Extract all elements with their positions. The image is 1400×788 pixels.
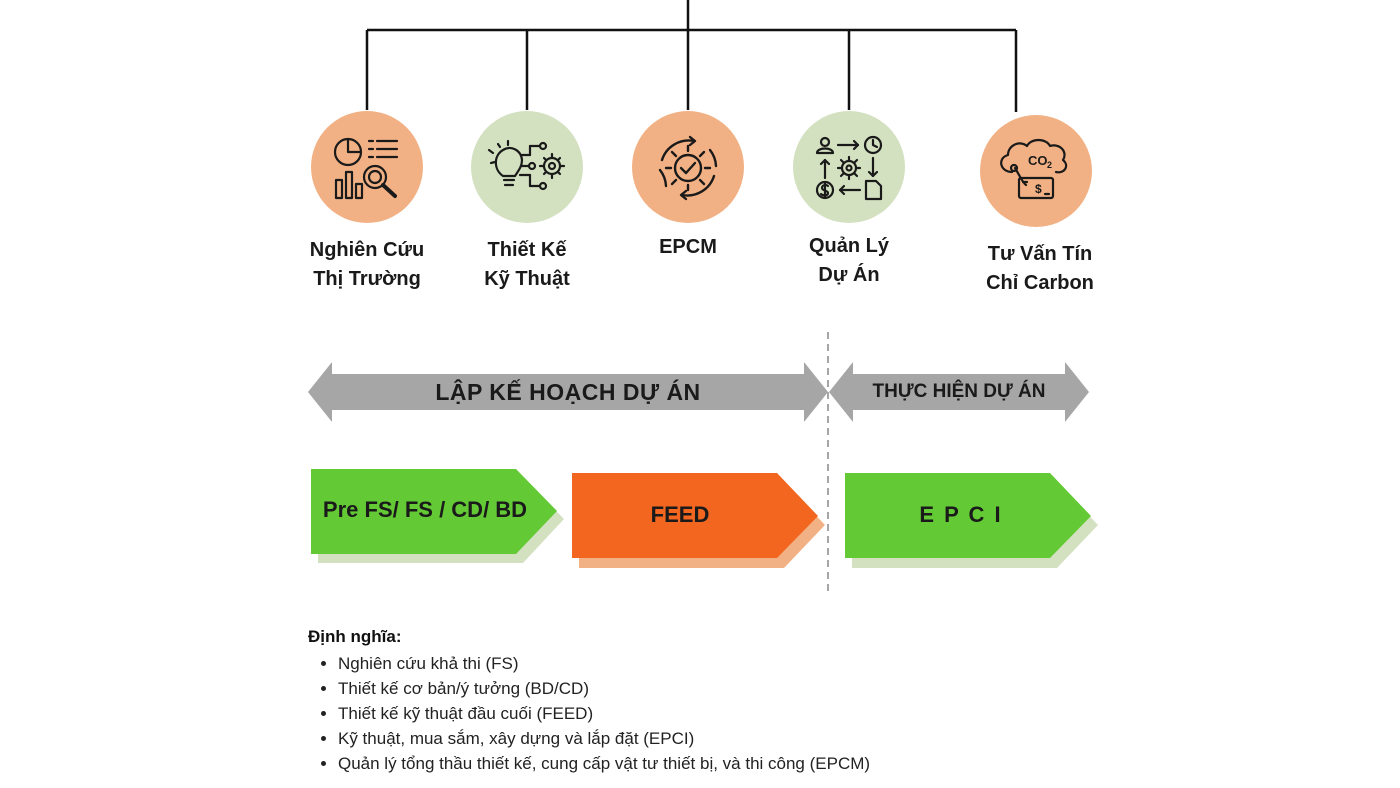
epci-phase-chevron [845,473,1091,558]
pre-fs-phase-chevron [311,469,557,554]
service-label-line: Dự Án [818,264,880,286]
engineering-design-icon [487,139,566,191]
definitions-list: Nghiên cứu khả thi (FS) Thiết kế cơ bản/… [308,651,1108,776]
service-label-carbon: Tư Vấn Tín Chỉ Carbon [960,240,1120,298]
svg-text:$: $ [1035,182,1042,196]
service-label-line: Chỉ Carbon [986,272,1094,294]
definitions-section: Định nghĩa: Nghiên cứu khả thi (FS) Thiế… [308,625,1108,776]
epci-phase-label: E P C I [919,502,1003,527]
service-label-line: Tư Vấn Tín [987,243,1093,265]
service-label-epcm: EPCM [608,233,768,262]
definition-item: Kỹ thuật, mua sắm, xây dựng và lắp đặt (… [338,726,1108,751]
service-label-line: Nghiên Cứu [309,239,425,261]
service-label-line: Thị Trường [313,268,421,290]
planning-stage-label: LẬP KẾ HOẠCH DỰ ÁN [435,379,701,405]
feed-phase-label: FEED [650,502,710,527]
svg-text:CO: CO [1028,153,1048,168]
service-label-market-research: Nghiên Cứu Thị Trường [287,236,447,294]
execution-stage-label: THỰC HIỆN DỰ ÁN [872,381,1046,402]
service-circle-carbon [980,115,1092,227]
execution-stage-arrow [829,362,1089,422]
epcm-gear-cycle-icon [658,135,718,201]
service-label-engineering: Thiết Kế Kỹ Thuật [447,236,607,294]
service-circle-project-management [793,111,905,223]
planning-stage-arrow [308,362,828,422]
pre-fs-phase-label: Pre FS/ FS / CD/ BD [322,497,528,522]
carbon-credit-icon: CO 2 $ [1000,138,1068,200]
definitions-title: Định nghĩa: [308,627,402,646]
service-label-line: EPCM [659,236,717,258]
org-connector-lines [365,0,1018,112]
feed-phase-chevron [572,473,818,558]
definition-item: Nghiên cứu khả thi (FS) [338,651,1108,676]
service-label-line: Quản Lý [808,235,889,257]
definition-item: Quản lý tổng thầu thiết kế, cung cấp vật… [338,751,1108,776]
service-circle-market-research [311,111,423,223]
service-circle-epcm [632,111,744,223]
definition-item: Thiết kế cơ bản/ý tưởng (BD/CD) [338,676,1108,701]
market-research-icon [333,137,399,200]
project-management-icon [815,135,883,201]
service-label-project-management: Quản Lý Dự Án [769,232,929,290]
svg-text:2: 2 [1047,160,1052,170]
service-label-line: Kỹ Thuật [484,268,570,290]
definition-item: Thiết kế kỹ thuật đầu cuối (FEED) [338,701,1108,726]
service-label-line: Thiết Kế [487,239,567,261]
